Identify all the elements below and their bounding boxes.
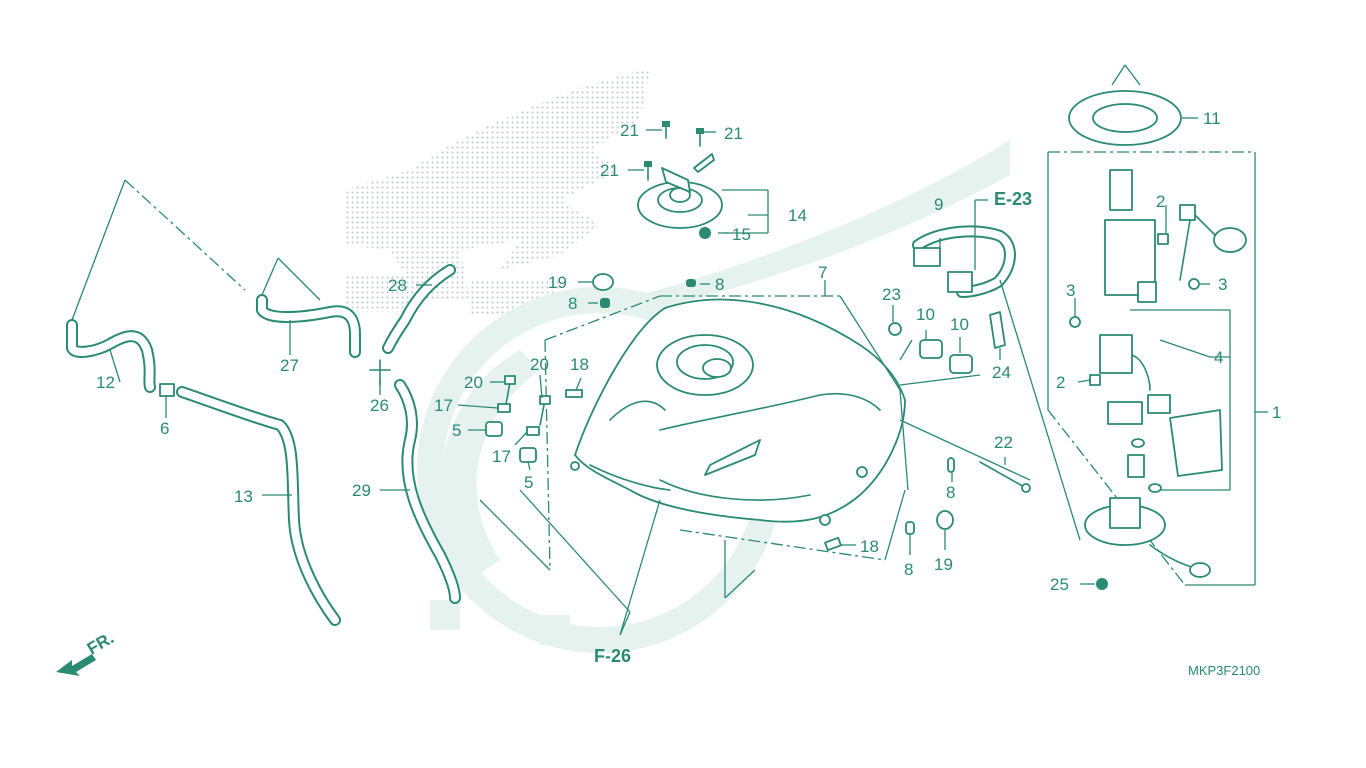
clip-24[interactable] <box>989 311 1006 349</box>
callout-18: 18 <box>860 537 879 556</box>
callout-24: 24 <box>992 363 1011 382</box>
front-direction-arrow-icon <box>56 654 96 676</box>
fuel-pump-1[interactable] <box>1084 169 1247 578</box>
leader-lines <box>109 117 1268 585</box>
callout-8: 8 <box>568 294 577 313</box>
callout-10: 10 <box>916 305 935 324</box>
callout-27: 27 <box>280 356 299 375</box>
callout-2: 2 <box>1056 373 1065 392</box>
callout-26: 26 <box>370 396 389 415</box>
callout-14: 14 <box>788 206 807 225</box>
callout-15: 15 <box>732 225 751 244</box>
bolt-21[interactable] <box>644 121 704 181</box>
hose-28[interactable] <box>382 264 456 354</box>
callout-labels: 1 2 2 3 3 4 5 5 6 7 8 8 8 8 9 10 10 11 1… <box>96 109 1281 594</box>
screw-3[interactable] <box>1069 278 1200 328</box>
callout-11: 11 <box>1203 109 1221 128</box>
fuel-tank-7[interactable] <box>570 298 906 526</box>
rubber-5[interactable] <box>485 421 537 463</box>
callout-7: 7 <box>818 263 827 282</box>
cushion-10[interactable] <box>919 339 973 374</box>
spacer-17[interactable] <box>497 403 540 436</box>
diagram-code: MKP3F2100 <box>1188 663 1260 678</box>
nut-15[interactable] <box>699 227 711 239</box>
front-direction-label: FR. <box>84 628 117 658</box>
callout-23: 23 <box>882 285 901 304</box>
callout-8: 8 <box>715 275 724 294</box>
ring-11[interactable] <box>1068 90 1182 146</box>
grommet-19[interactable] <box>592 273 954 530</box>
callout-3: 3 <box>1066 281 1075 300</box>
callout-3: 3 <box>1218 275 1227 294</box>
hose-13[interactable] <box>176 386 341 626</box>
hose-29[interactable] <box>394 379 461 604</box>
hose-12[interactable] <box>66 319 156 393</box>
callout-12: 12 <box>96 373 115 392</box>
callout-21: 21 <box>600 161 619 180</box>
callout-17: 17 <box>434 396 453 415</box>
callout-1: 1 <box>1272 403 1281 422</box>
nut-23[interactable] <box>888 322 902 336</box>
callout-22: 22 <box>994 433 1013 452</box>
callout-17: 17 <box>492 447 511 466</box>
callout-10: 10 <box>950 315 969 334</box>
callout-13: 13 <box>234 487 253 506</box>
hose-27[interactable] <box>256 294 361 358</box>
callout-8: 8 <box>946 483 955 502</box>
callout-2: 2 <box>1156 192 1165 211</box>
fuel-hose-9[interactable] <box>912 225 1016 298</box>
callout-21: 21 <box>724 124 743 143</box>
reference-e23[interactable]: E-23 <box>994 189 1032 209</box>
callout-6: 6 <box>160 419 169 438</box>
bolt-22[interactable] <box>979 461 1031 493</box>
callout-5: 5 <box>452 421 461 440</box>
callout-21: 21 <box>620 121 639 140</box>
callout-4: 4 <box>1214 348 1223 367</box>
callout-19: 19 <box>934 555 953 574</box>
bolt-20[interactable] <box>504 375 551 426</box>
callout-9: 9 <box>934 195 943 214</box>
callout-20: 20 <box>464 373 483 392</box>
callout-5: 5 <box>524 473 533 492</box>
callout-29: 29 <box>352 481 371 500</box>
callout-25: 25 <box>1050 575 1069 594</box>
reference-f26[interactable]: F-26 <box>594 646 631 666</box>
callout-19: 19 <box>548 273 567 292</box>
damper-18[interactable] <box>565 389 842 552</box>
callout-20: 20 <box>530 355 549 374</box>
callout-18: 18 <box>570 355 589 374</box>
callout-8: 8 <box>904 560 913 579</box>
fuel-cap-14[interactable] <box>637 153 723 229</box>
nut-25[interactable] <box>1096 578 1108 590</box>
callout-28: 28 <box>388 276 407 295</box>
clamp-6[interactable] <box>159 383 175 397</box>
